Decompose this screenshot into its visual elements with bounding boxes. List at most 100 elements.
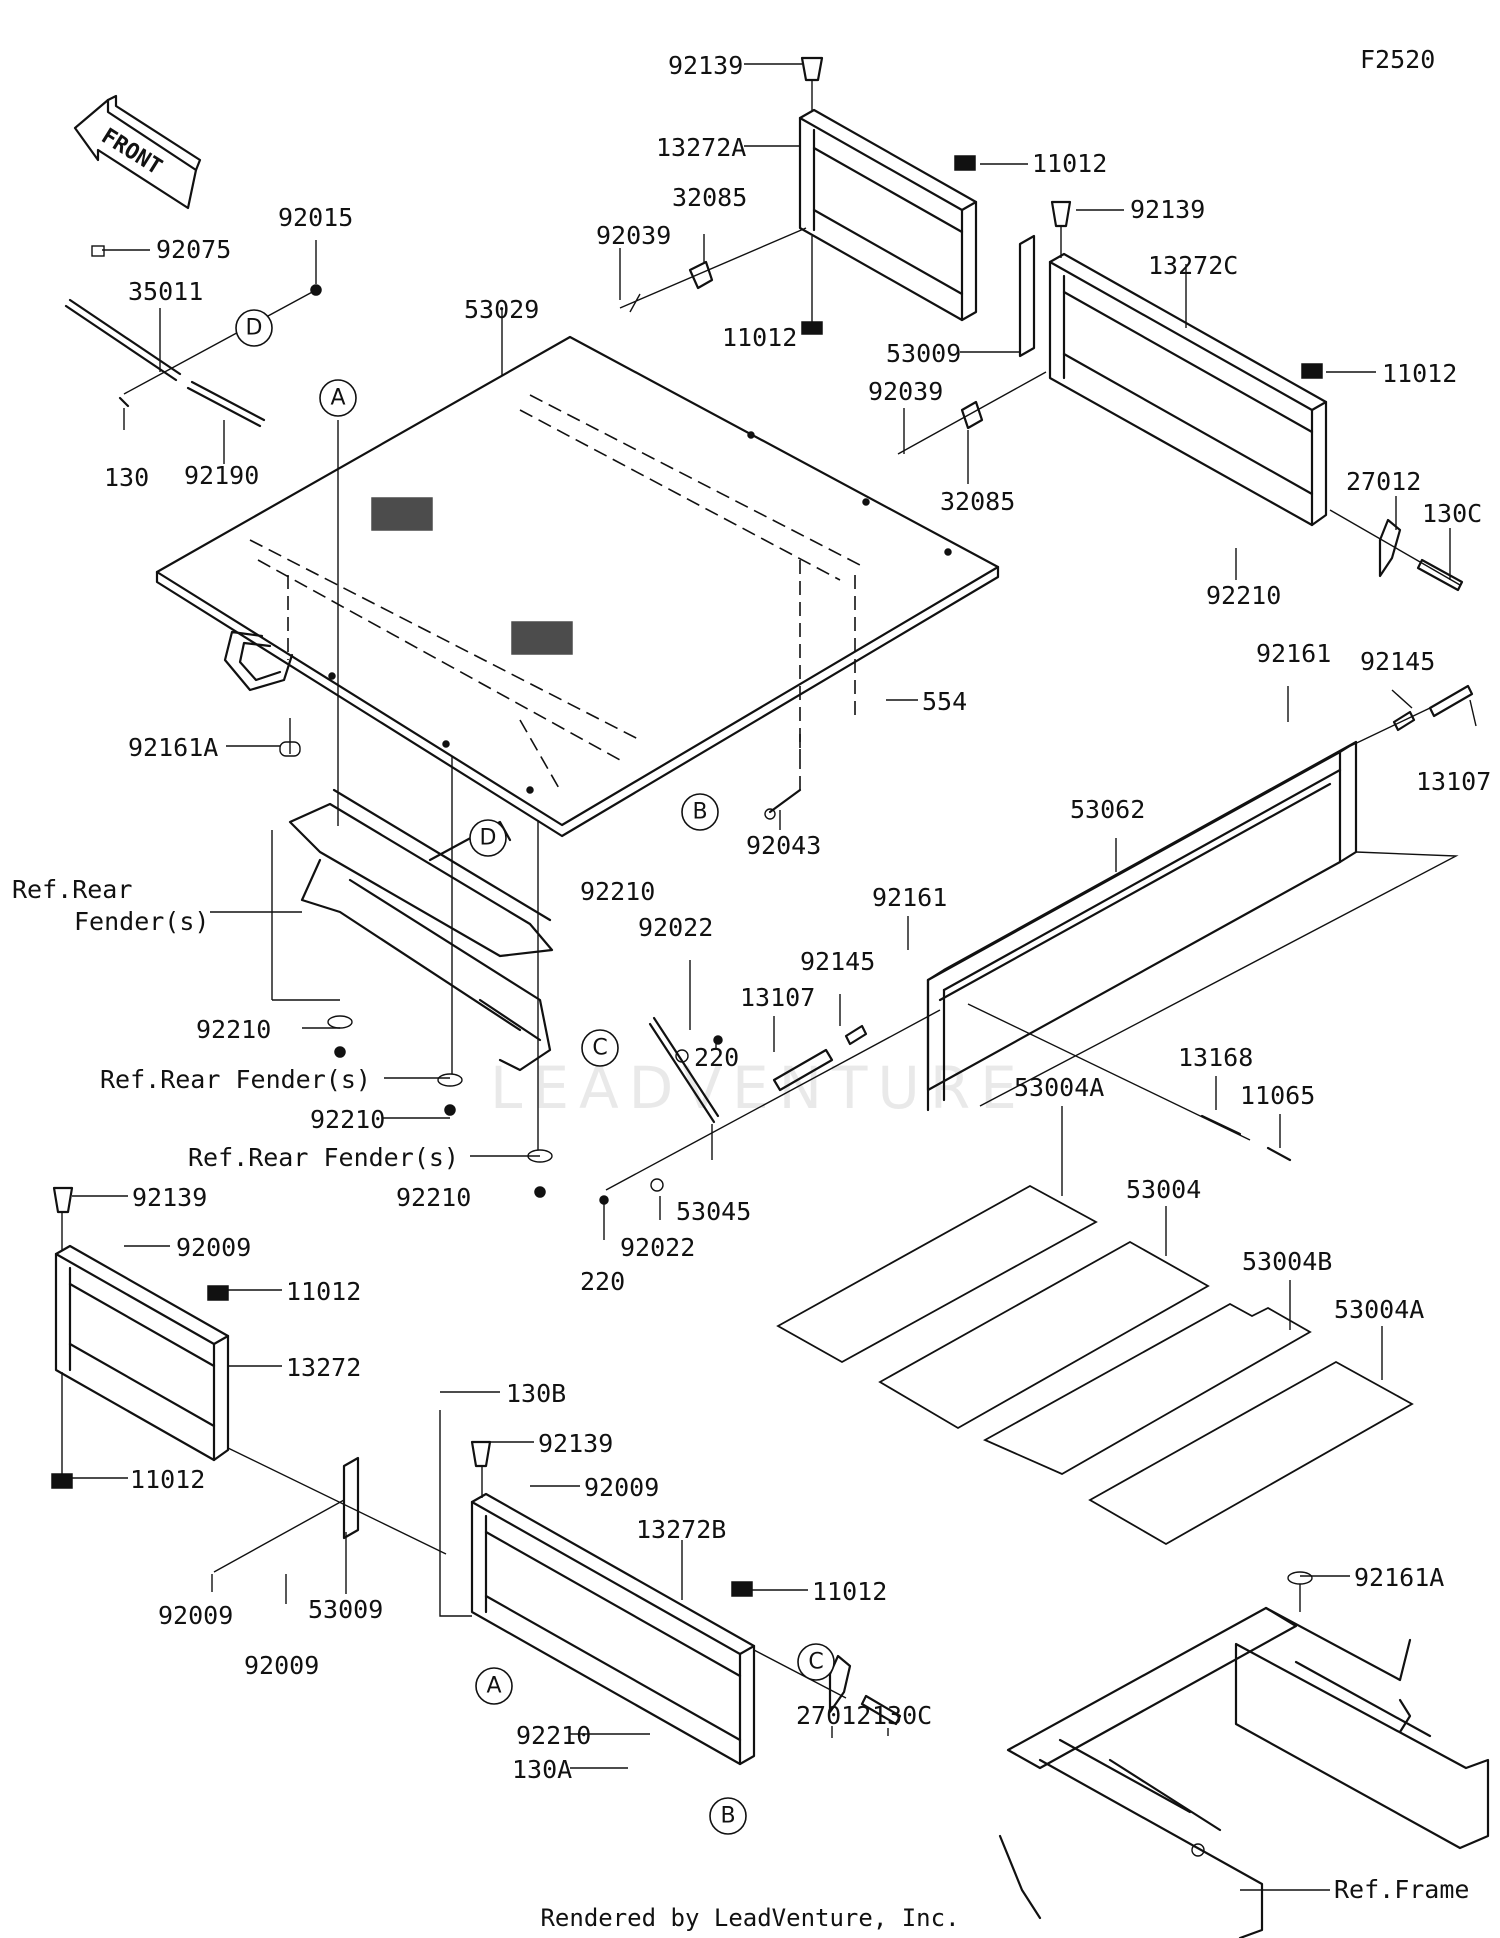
bolt-92043 xyxy=(764,730,802,820)
label-53004A-a: 53004A xyxy=(1014,1073,1104,1102)
label-92009-d: 92009 xyxy=(244,1651,319,1680)
frame-ref xyxy=(998,1571,1490,1938)
side-panel-13272C xyxy=(1018,200,1328,527)
pin-13107-upper xyxy=(1341,684,1474,751)
label-92210-b: 92210 xyxy=(580,877,655,906)
label-92210-d: 92210 xyxy=(310,1105,385,1134)
label-13272A: 13272A xyxy=(656,133,746,162)
label-53045: 53045 xyxy=(676,1197,751,1226)
label-ref-frame: Ref.Frame xyxy=(1334,1875,1469,1904)
label-130C-a: 130C xyxy=(1422,499,1482,528)
diagram-code: F2520 xyxy=(1360,45,1435,74)
label-220-a: 220 xyxy=(694,1043,739,1072)
label-11012-d: 11012 xyxy=(286,1277,361,1306)
label-13107-a: 13107 xyxy=(1416,767,1491,796)
label-130A: 130A xyxy=(512,1755,572,1784)
label-53004A-b: 53004A xyxy=(1334,1295,1424,1324)
label-13272: 13272 xyxy=(286,1353,361,1382)
callout-c-left: C xyxy=(592,1036,607,1061)
mat-53004B xyxy=(982,1302,1312,1476)
label-53009-a: 53009 xyxy=(886,339,961,368)
callout-c-right: C xyxy=(808,1650,823,1675)
label-130C-b: 130C xyxy=(872,1701,932,1730)
pin-13107-lower xyxy=(772,1048,834,1092)
label-ref-rear-fender-b: Ref.Rear Fender(s) xyxy=(188,1143,459,1172)
hinge-32085-upper xyxy=(619,227,807,313)
callout-circle-c-left xyxy=(581,1029,619,1067)
label-92161A-a: 92161A xyxy=(128,733,218,762)
label-53009-b: 53009 xyxy=(308,1595,383,1624)
label-ref-rear: Ref.Rear xyxy=(12,875,132,904)
mat-53004 xyxy=(878,1240,1210,1430)
label-fender-s: Fender(s) xyxy=(74,907,209,936)
label-92039-a: 92039 xyxy=(596,221,671,250)
label-92009-a: 92009 xyxy=(176,1233,251,1262)
label-13272C: 13272C xyxy=(1148,251,1238,280)
label-32085-b: 32085 xyxy=(940,487,1015,516)
label-11012-f: 11012 xyxy=(812,1577,887,1606)
label-92190: 92190 xyxy=(184,461,259,490)
label-53029: 53029 xyxy=(464,295,539,324)
label-27012-b: 27012 xyxy=(796,1701,871,1730)
callout-circle-d-upper xyxy=(235,309,273,347)
watermark-text: LEADVENTURE xyxy=(490,1054,1027,1122)
callout-circle-c-right xyxy=(797,1643,835,1681)
label-92039-b: 92039 xyxy=(868,377,943,406)
label-53004B: 53004B xyxy=(1242,1247,1332,1276)
label-92139-c: 92139 xyxy=(132,1183,207,1212)
label-92043: 92043 xyxy=(746,831,821,860)
footer-credit: Rendered by LeadVenture, Inc. xyxy=(540,1904,959,1932)
label-92015: 92015 xyxy=(278,203,353,232)
label-92210-f: 92210 xyxy=(516,1721,591,1750)
rod-13168-11065 xyxy=(967,1003,1292,1162)
label-220-b: 220 xyxy=(580,1267,625,1296)
callout-circle-b-lower xyxy=(709,1797,747,1835)
mat-53004A-2 xyxy=(1088,1360,1414,1546)
label-11065: 11065 xyxy=(1240,1081,1315,1110)
label-92075: 92075 xyxy=(156,235,231,264)
callout-a-upper: A xyxy=(330,386,345,411)
hinge-32085-right xyxy=(897,371,1047,455)
label-92210-a: 92210 xyxy=(1206,581,1281,610)
callout-circle-d-lower xyxy=(469,819,507,857)
label-130: 130 xyxy=(104,463,149,492)
part-labels: 92139 13272A 11012 92139 32085 92039 132… xyxy=(12,51,1491,1904)
label-92022-a: 92022 xyxy=(638,913,713,942)
label-11012-a: 11012 xyxy=(1032,149,1107,178)
label-92145-b: 92145 xyxy=(800,947,875,976)
side-panel-13272 xyxy=(51,1186,447,1573)
label-53004: 53004 xyxy=(1126,1175,1201,1204)
latch-27012-lower xyxy=(753,1649,902,1726)
label-11012-e: 11012 xyxy=(130,1465,205,1494)
floor-mats xyxy=(776,1184,1414,1546)
label-92009-c: 92009 xyxy=(158,1601,233,1630)
label-13168: 13168 xyxy=(1178,1043,1253,1072)
callout-d-lower: D xyxy=(480,826,497,851)
front-arrow-icon: FRONT xyxy=(73,94,202,210)
callout-b-lower: B xyxy=(720,1804,735,1829)
label-92161-a: 92161 xyxy=(1256,639,1331,668)
side-panel-13272B xyxy=(439,1410,756,1766)
label-53062: 53062 xyxy=(1070,795,1145,824)
label-92210-e: 92210 xyxy=(396,1183,471,1212)
label-ref-rear-fender-a: Ref.Rear Fender(s) xyxy=(100,1065,371,1094)
callout-a-lower: A xyxy=(486,1674,501,1699)
label-92139-a: 92139 xyxy=(668,51,743,80)
label-13107-b: 13107 xyxy=(740,983,815,1012)
bumper-92161A xyxy=(279,741,301,757)
rod-35011-assembly xyxy=(64,245,322,428)
label-11012-b: 11012 xyxy=(722,323,797,352)
callout-d-upper: D xyxy=(246,316,263,341)
label-92145-a: 92145 xyxy=(1360,647,1435,676)
label-554: 554 xyxy=(922,687,967,716)
label-130B: 130B xyxy=(506,1379,566,1408)
label-92022-b: 92022 xyxy=(620,1233,695,1262)
label-27012-a: 27012 xyxy=(1346,467,1421,496)
leader-lines xyxy=(72,63,1477,1891)
label-92210-c: 92210 xyxy=(196,1015,271,1044)
label-35011: 35011 xyxy=(128,277,203,306)
label-92161A-b: 92161A xyxy=(1354,1563,1444,1592)
fender-bracket xyxy=(271,788,554,1198)
